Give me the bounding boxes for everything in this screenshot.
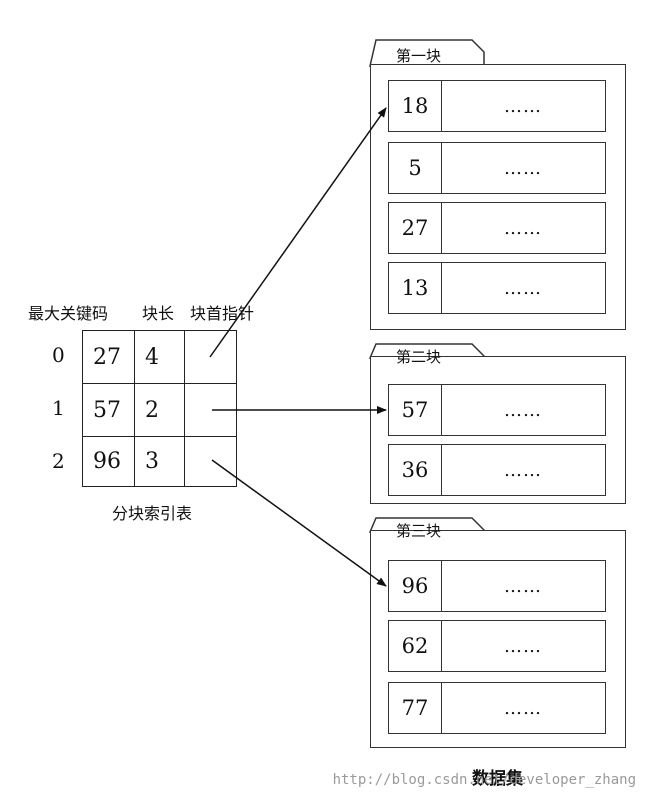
data-set-title: 数据集 [472,769,523,789]
record-key: 36 [389,445,442,495]
record-block3-0: 96 …… [388,560,606,612]
record-key: 57 [389,385,442,435]
row-index-2: 2 [52,449,65,473]
record-key: 96 [389,561,442,611]
header-max-key: 最大关键码 [28,304,109,323]
record-block3-2: 77 …… [388,682,606,734]
record-value: …… [504,157,542,179]
record-key: 13 [389,263,442,313]
cell-max-key-2: 96 [82,436,135,487]
record-value: …… [504,95,542,117]
record-block1-2: 27 …… [388,202,606,254]
record-block2-1: 36 …… [388,444,606,496]
arrow-block-1 [209,107,387,358]
arrow-block-3 [211,459,387,587]
block-3-label: 第三块 [396,522,442,540]
record-block2-0: 57 …… [388,384,606,436]
record-block1-0: 18 …… [388,80,606,132]
record-block3-1: 62 …… [388,620,606,672]
record-key: 5 [389,143,442,193]
record-block1-1: 5 …… [388,142,606,194]
record-value: …… [504,697,542,719]
record-value: …… [504,277,542,299]
record-value: …… [504,399,542,421]
block-2-label: 第二块 [396,348,442,366]
record-value: …… [504,635,542,657]
cell-pointer-2 [184,436,237,487]
record-key: 18 [389,81,442,131]
row-index-0: 0 [52,343,65,367]
header-block-length: 块长 [142,304,175,323]
record-key: 77 [389,683,442,733]
record-key: 62 [389,621,442,671]
watermark: http://blog.csdn.net/developer_zhang [332,772,636,788]
record-value: …… [504,217,542,239]
index-table-caption: 分块索引表 [112,504,193,523]
record-value: …… [504,459,542,481]
record-key: 27 [389,203,442,253]
record-block1-3: 13 …… [388,262,606,314]
record-value: …… [504,575,542,597]
row-index-1: 1 [52,396,65,420]
cell-max-key-0: 27 [82,330,135,384]
block-1-label: 第一块 [396,47,442,65]
